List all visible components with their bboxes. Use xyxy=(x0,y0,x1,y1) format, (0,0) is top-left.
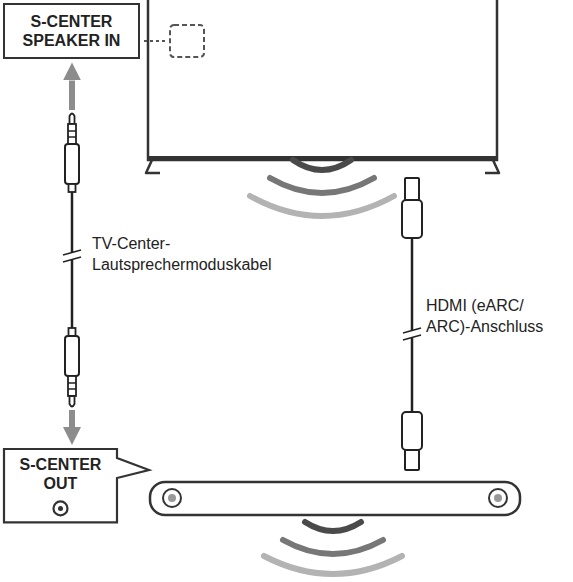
port-location xyxy=(170,25,204,57)
plug-ring xyxy=(68,382,76,384)
tv-foot xyxy=(146,160,160,173)
sound-wave xyxy=(264,556,402,574)
sound-wave xyxy=(270,178,374,193)
port-name: S-CENTER SPEAKER IN xyxy=(13,12,130,50)
tv-bezel xyxy=(148,156,497,160)
cable-backing xyxy=(64,110,80,410)
input-port-box: S-CENTER SPEAKER IN xyxy=(3,3,140,59)
sound-wave xyxy=(283,540,383,554)
soundbar-speaker xyxy=(163,489,181,507)
soundbar-speaker xyxy=(489,489,507,507)
tv-body xyxy=(148,0,497,160)
soundbar xyxy=(150,482,520,515)
plug-ring xyxy=(68,388,76,390)
plug-relief xyxy=(69,328,76,336)
callout-outline xyxy=(4,449,149,522)
hdmi-plug-tip xyxy=(405,178,419,200)
plug-relief xyxy=(69,184,76,192)
plug-ring xyxy=(68,136,76,138)
sound-wave xyxy=(305,522,361,531)
cable-break xyxy=(403,335,421,340)
plug-sleeve xyxy=(68,376,76,396)
hdmi-plug xyxy=(402,412,422,450)
plug-sleeve xyxy=(68,124,76,144)
cable-label: TV-Center- Lautsprechermoduskabel xyxy=(92,234,307,276)
plug-body xyxy=(65,336,79,376)
plug-tip xyxy=(70,396,75,407)
cable-break xyxy=(63,257,81,262)
soundbar-speaker xyxy=(168,494,176,502)
plug-ring xyxy=(68,130,76,132)
hdmi-plug xyxy=(402,200,422,238)
output-port-callout: S-CENTER OUT xyxy=(3,448,118,523)
plug-tip xyxy=(70,114,75,125)
cable-break xyxy=(63,250,81,255)
sound-wave xyxy=(250,196,394,216)
port-name: S-CENTER OUT xyxy=(9,455,112,493)
sound-wave xyxy=(293,160,351,170)
tv-foot xyxy=(485,160,499,173)
hdmi-plug-tip xyxy=(405,450,419,470)
jack-symbol xyxy=(54,501,68,515)
hdmi-cable xyxy=(411,238,414,412)
plug-body xyxy=(65,144,79,184)
jack-symbol xyxy=(58,506,63,511)
leader-line xyxy=(144,40,168,42)
cable-label: HDMI (eARC/ ARC)-Anschluss xyxy=(426,296,566,338)
cable-break xyxy=(403,328,421,333)
soundbar-speaker xyxy=(494,494,502,502)
